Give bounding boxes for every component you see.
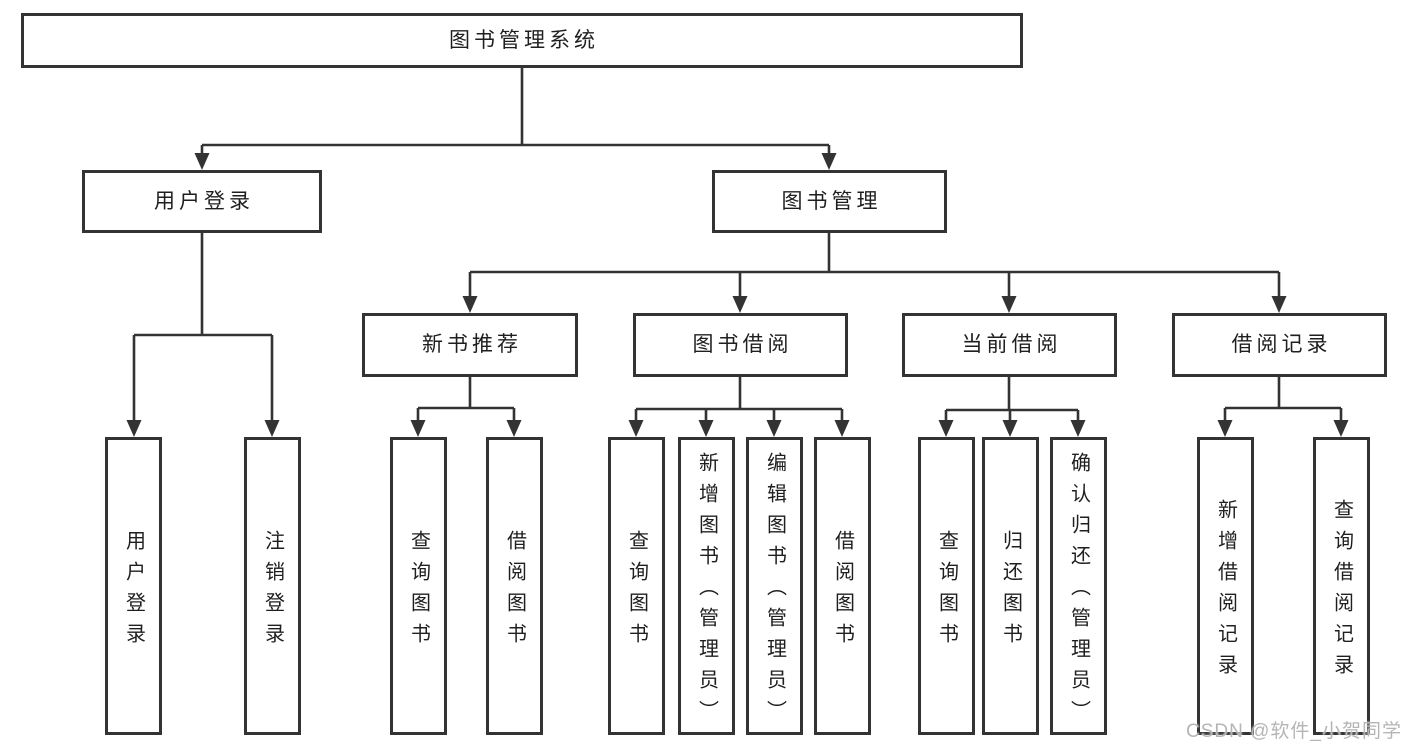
node-leaf-query-borrow-record: 查询借阅记录: [1313, 437, 1370, 735]
node-leaf-borrow-query-book: 查询图书: [608, 437, 665, 735]
node-label: 归还图书: [999, 529, 1022, 654]
node-label: 图书管理系统: [449, 28, 599, 52]
node-leaf-user-login: 用户登录: [105, 437, 162, 735]
node-leaf-return-book: 归还图书: [982, 437, 1039, 735]
arrow-icon: [410, 420, 426, 437]
node-leaf-add-borrow-record: 新增借阅记录: [1197, 437, 1254, 735]
node-leaf-recommend-borrow-book: 借阅图书: [486, 437, 543, 735]
node-user-login: 用户登录: [82, 170, 322, 233]
node-leaf-add-book-admin: 新增图书（管理员）: [678, 437, 735, 735]
arrow-icon: [938, 420, 954, 437]
node-leaf-current-query-book: 查询图书: [918, 437, 975, 735]
node-system-root: 图书管理系统: [21, 13, 1023, 68]
node-borrow-records: 借阅记录: [1172, 313, 1387, 377]
node-leaf-borrow-book: 借阅图书: [814, 437, 871, 735]
connector-user-login: [132, 233, 274, 423]
arrow-icon: [506, 420, 522, 437]
node-label: 当前借阅: [961, 333, 1062, 357]
node-label: 借阅记录: [1231, 333, 1332, 357]
node-label: 借阅图书: [503, 529, 526, 654]
arrow-icon: [1217, 420, 1233, 437]
arrow-icon: [821, 153, 837, 170]
arrow-icon: [1002, 420, 1018, 437]
node-label: 查询图书: [407, 529, 430, 654]
connector-current-borrow: [944, 377, 1080, 423]
node-label: 图书借阅: [692, 333, 793, 357]
arrow-icon: [126, 420, 142, 437]
arrow-icon: [1271, 296, 1287, 313]
node-label: 查询图书: [935, 529, 958, 654]
node-label: 图书管理: [781, 189, 882, 213]
node-leaf-confirm-return-admin: 确认归还（管理员）: [1050, 437, 1107, 735]
node-label: 查询借阅记录: [1330, 498, 1353, 685]
node-book-borrow: 图书借阅: [633, 313, 848, 377]
node-label: 确认归还（管理员）: [1067, 452, 1090, 731]
arrowheads: [126, 153, 1349, 437]
node-label: 编辑图书（管理员）: [763, 452, 786, 731]
connector-new-book-recommend: [416, 377, 516, 423]
node-label: 新增图书（管理员）: [695, 452, 718, 731]
arrow-icon: [834, 420, 850, 437]
arrow-icon: [732, 296, 748, 313]
arrow-icon: [766, 420, 782, 437]
node-current-borrow: 当前借阅: [902, 313, 1117, 377]
arrow-icon: [628, 420, 644, 437]
node-book-management: 图书管理: [712, 170, 947, 233]
node-label: 新增借阅记录: [1214, 498, 1237, 685]
node-label: 注销登录: [261, 529, 284, 654]
connector-root: [200, 68, 831, 156]
node-label: 借阅图书: [831, 529, 854, 654]
node-leaf-edit-book-admin: 编辑图书（管理员）: [746, 437, 803, 735]
node-label: 新书推荐: [422, 333, 522, 357]
arrow-icon: [194, 153, 210, 170]
csdn-watermark: CSDN @软件_小贺同学: [1186, 721, 1402, 742]
node-label: 用户登录: [122, 529, 145, 654]
arrow-icon: [264, 420, 280, 437]
node-leaf-logout: 注销登录: [244, 437, 301, 735]
arrow-icon: [1070, 420, 1086, 437]
connector-book-borrow: [634, 377, 844, 423]
node-new-book-recommend: 新书推荐: [362, 313, 578, 377]
arrow-icon: [1001, 296, 1017, 313]
node-leaf-recommend-query-book: 查询图书: [390, 437, 447, 735]
arrow-icon: [1333, 420, 1349, 437]
arrow-icon: [698, 420, 714, 437]
connector-book-management: [468, 233, 1281, 299]
arrow-icon: [462, 296, 478, 313]
node-label: 用户登录: [154, 189, 254, 213]
connector-borrow-records: [1223, 377, 1343, 423]
node-label: 查询图书: [625, 529, 648, 654]
